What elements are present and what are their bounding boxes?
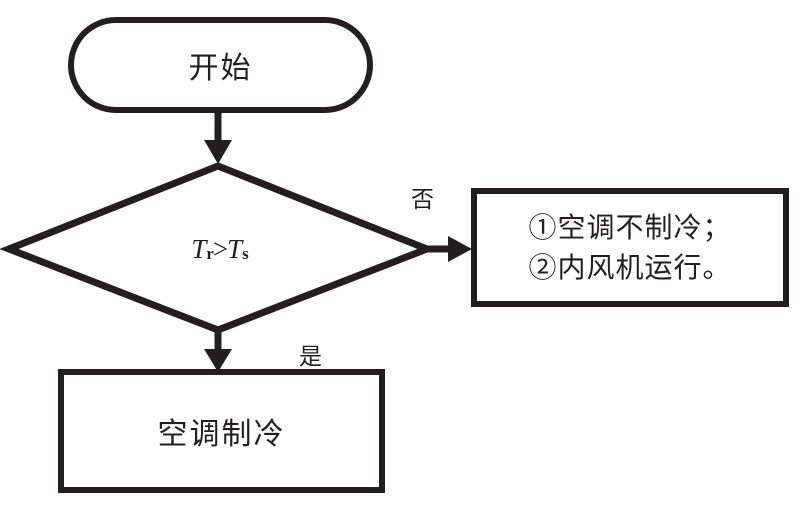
edge-decision-to-yes-arrowhead <box>204 349 232 372</box>
decision-node-shape[interactable] <box>0 162 437 334</box>
start-node-shape[interactable] <box>68 17 373 113</box>
no-branch-box-shape[interactable] <box>471 188 789 307</box>
edge-start-to-decision-arrowhead <box>204 140 232 164</box>
yes-branch-box-shape[interactable] <box>58 369 385 493</box>
edge-decision-to-no-arrowhead <box>448 236 472 262</box>
